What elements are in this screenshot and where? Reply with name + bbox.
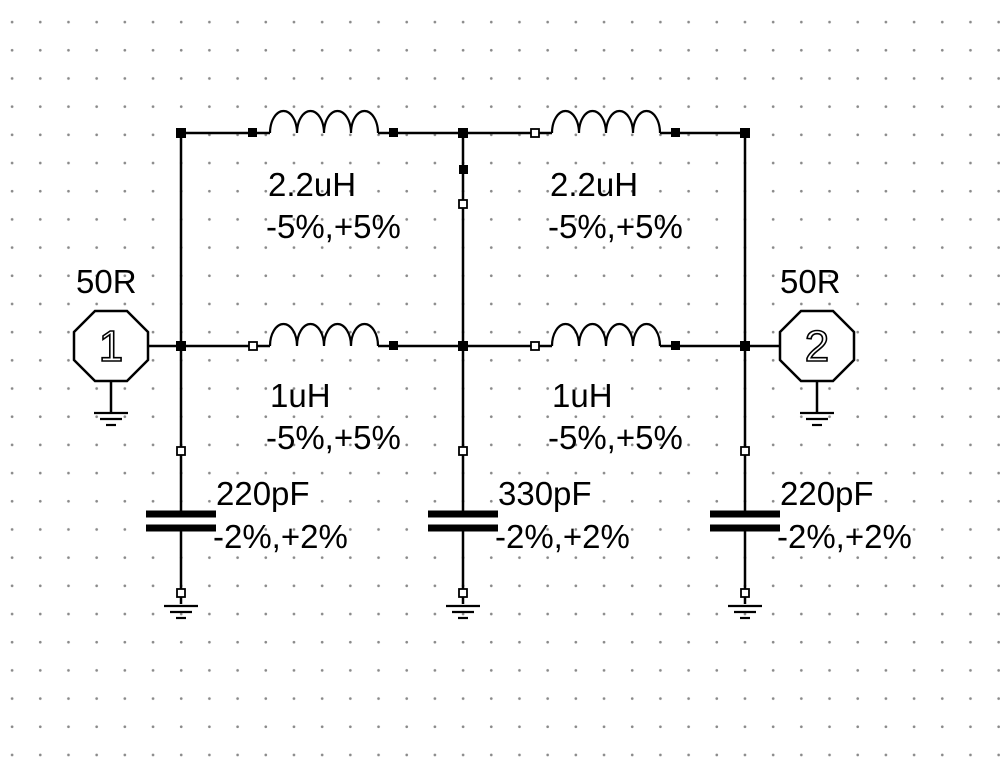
port-1[interactable]: 1 (72, 309, 150, 383)
capacitor-left[interactable] (146, 510, 216, 532)
inductor-top-left-value: 2.2uH (268, 166, 356, 203)
inductor-top-left-tolerance: -5%,+5% (266, 208, 401, 245)
inductor-mid-right-value: 1uH (552, 377, 613, 414)
ground-icon (728, 604, 762, 620)
port-2[interactable]: 2 (778, 309, 856, 383)
capacitor-right-value: 220pF (780, 475, 874, 512)
inductor-top-right-value: 2.2uH (550, 166, 638, 203)
inductor-top-left[interactable] (253, 109, 393, 135)
inductor-mid-left[interactable] (253, 322, 393, 348)
ground-icon (164, 604, 198, 620)
junction-nodes (176, 128, 750, 351)
port-2-impedance-label: 50R (780, 263, 841, 300)
inductor-top-right-tolerance: -5%,+5% (548, 208, 683, 245)
capacitor-left-tolerance: -2%,+2% (213, 518, 348, 555)
pin-markers (176, 128, 750, 598)
capacitor-center-tolerance: -2%,+2% (495, 518, 630, 555)
capacitor-left-value: 220pF (216, 475, 310, 512)
capacitor-center-value: 330pF (498, 475, 592, 512)
inductor-mid-left-value: 1uH (270, 377, 331, 414)
capacitor-center[interactable] (428, 510, 498, 532)
capacitor-right[interactable] (710, 510, 780, 532)
inductor-mid-right-tolerance: -5%,+5% (548, 419, 683, 456)
inductor-mid-left-tolerance: -5%,+5% (266, 419, 401, 456)
port-1-impedance-label: 50R (76, 263, 137, 300)
ground-icon (800, 411, 834, 427)
capacitor-right-tolerance: -2%,+2% (777, 518, 912, 555)
inductor-mid-right[interactable] (535, 322, 675, 348)
port-2-number: 2 (805, 322, 829, 371)
inductor-top-right[interactable] (535, 109, 675, 135)
port-1-number: 1 (99, 322, 123, 371)
ground-icon (446, 604, 480, 620)
ground-icon (94, 411, 128, 427)
